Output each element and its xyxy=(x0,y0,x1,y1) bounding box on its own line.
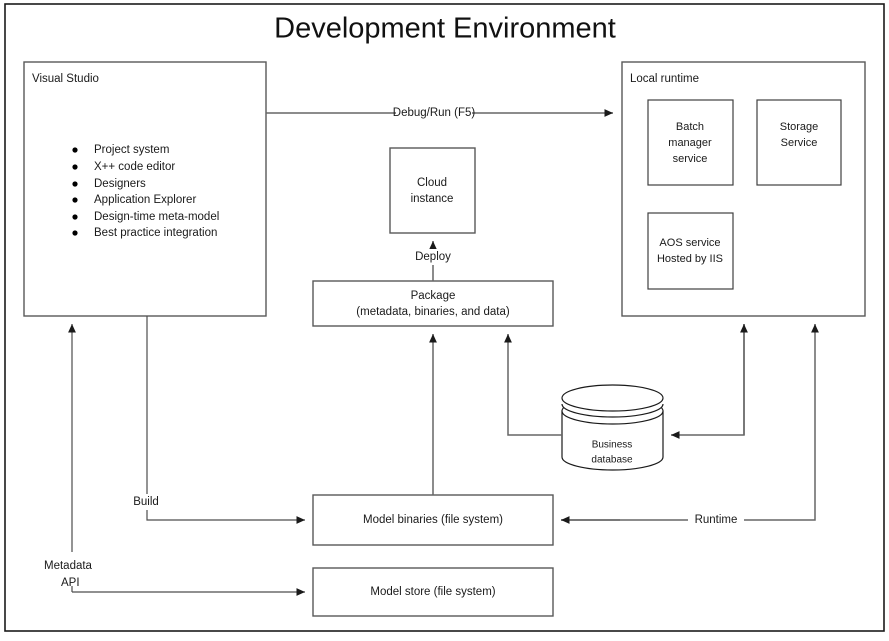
bullet-dot-icon xyxy=(72,164,78,170)
edge-local-runtime-to-database xyxy=(671,324,745,439)
business-database-line: Business xyxy=(592,440,633,451)
cloud-instance-line: instance xyxy=(411,193,454,205)
local-runtime-label: Local runtime xyxy=(630,73,699,85)
node-cloud-instance[interactable] xyxy=(389,147,476,234)
edge-metadata-api: Metadata API xyxy=(40,324,305,596)
node-package[interactable] xyxy=(312,280,554,327)
visual-studio-bullet: Application Explorer xyxy=(94,194,196,206)
edge-debug-run-label: Debug/Run (F5) xyxy=(393,107,476,119)
node-model-binaries[interactable] xyxy=(312,494,554,546)
storage-service-line: Storage xyxy=(780,121,819,133)
edge-metadata-api-label-line2: API xyxy=(61,577,80,589)
batch-manager-service-line: service xyxy=(673,153,708,165)
visual-studio-bullet: Designers xyxy=(94,178,146,190)
visual-studio-bullet: Best practice integration xyxy=(94,227,217,239)
edge-build: Build xyxy=(124,316,305,524)
package-line: (metadata, binaries, and data) xyxy=(356,306,510,318)
visual-studio-bullet: X++ code editor xyxy=(94,161,175,173)
node-model-store[interactable] xyxy=(312,567,554,617)
batch-manager-service-line: Batch xyxy=(676,121,704,133)
cloud-instance-line: Cloud xyxy=(417,177,447,189)
business-database-line: database xyxy=(591,455,633,466)
aos-service-line: AOS service xyxy=(659,237,720,249)
bullet-dot-icon xyxy=(72,230,78,236)
edge-runtime-label: Runtime xyxy=(695,514,738,526)
diagram-outer-frame xyxy=(4,3,885,632)
visual-studio-bullet: Project system xyxy=(94,144,169,156)
storage-service-line: Service xyxy=(781,137,818,149)
edge-database-to-package xyxy=(504,334,562,436)
visual-studio-label: Visual Studio xyxy=(32,73,99,85)
bullet-dot-icon xyxy=(72,181,78,187)
edge-debug-run: Debug/Run (F5) xyxy=(266,105,613,121)
edge-deploy: Deploy xyxy=(408,241,458,281)
bullet-dot-icon xyxy=(72,197,78,203)
model-store-label: Model store (file system) xyxy=(370,586,495,598)
node-storage-service[interactable] xyxy=(756,99,842,186)
bullet-dot-icon xyxy=(72,147,78,153)
bullet-dot-icon xyxy=(72,214,78,220)
page-title: Development Environment xyxy=(274,13,616,45)
edge-build-label: Build xyxy=(133,496,159,508)
edge-runtime: Runtime xyxy=(561,324,819,528)
node-batch-manager-service[interactable] xyxy=(647,99,734,186)
package-line: Package xyxy=(411,290,456,302)
batch-manager-service-line: manager xyxy=(668,137,712,149)
node-aos-service[interactable] xyxy=(647,212,734,290)
node-visual-studio[interactable] xyxy=(23,61,267,317)
aos-service-line: Hosted by IIS xyxy=(657,253,723,265)
visual-studio-bullet: Design-time meta-model xyxy=(94,211,219,223)
edge-deploy-label: Deploy xyxy=(415,251,451,263)
node-business-database[interactable] xyxy=(561,384,664,471)
model-binaries-label: Model binaries (file system) xyxy=(363,514,503,526)
edge-metadata-api-label-line1: Metadata xyxy=(44,560,93,572)
